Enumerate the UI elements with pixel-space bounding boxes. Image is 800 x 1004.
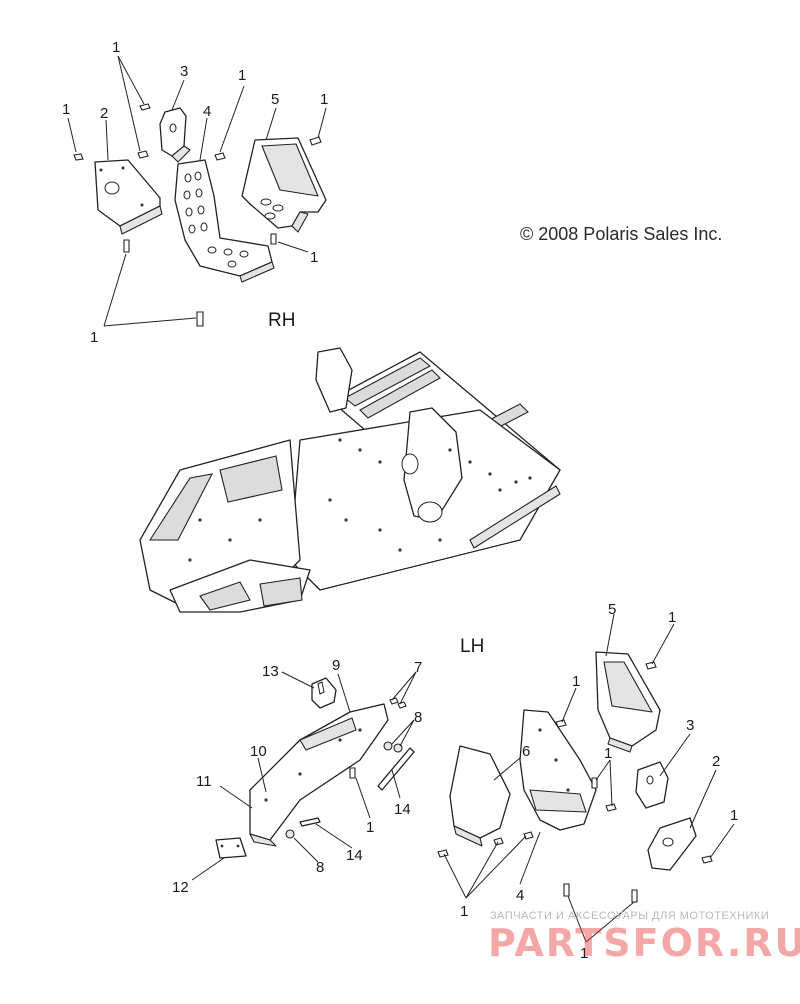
lh-part-11-skid-plate — [249, 703, 389, 847]
callout-lh-2: 2 — [712, 753, 720, 770]
watermark-caption: ЗАПЧАСТИ И АКСЕСОУАРЫ ДЛЯ МОТОТЕХНИКИ — [490, 910, 770, 922]
lh-part-4-footrest — [519, 709, 597, 831]
callout-rh-1e: 1 — [310, 249, 318, 266]
copyright-text: © 2008 Polaris Sales Inc. — [520, 224, 722, 244]
callout-lh-1f: 1 — [460, 903, 468, 920]
lh-part-5-panel — [595, 651, 661, 753]
lh-part-14-rod-b — [299, 817, 321, 827]
rh-part-3-bracket — [159, 107, 191, 163]
rh-side-label: RH — [268, 310, 295, 331]
callout-lh-1e: 1 — [730, 807, 738, 824]
callout-lh-10: 10 — [250, 743, 267, 760]
rh-part-4-footrest — [174, 159, 275, 283]
callout-lh-1a: 1 — [366, 819, 374, 836]
lh-part-6-panel — [449, 745, 511, 847]
lh-part-14-rod-a — [377, 747, 415, 791]
lh-assembly: 13 9 7 8 10 11 14 1 14 8 12 5 1 1 6 1 3 … — [172, 601, 738, 962]
callout-rh-1b: 1 — [62, 101, 70, 118]
callout-lh-9: 9 — [332, 657, 340, 674]
lh-part-2-bracket — [647, 817, 697, 871]
callout-lh-1b: 1 — [668, 609, 676, 626]
lh-part-8-nut-a — [383, 741, 393, 751]
callout-rh-5: 5 — [271, 91, 279, 108]
lh-part-12-plate — [215, 837, 247, 859]
callout-rh-4: 4 — [203, 103, 211, 120]
lh-leader-lines — [191, 613, 735, 943]
callout-rh-3: 3 — [180, 63, 188, 80]
callout-lh-1c: 1 — [572, 673, 580, 690]
chassis-rivet-dots — [188, 438, 532, 562]
callout-lh-6: 6 — [522, 743, 530, 760]
callout-rh-1f: 1 — [90, 329, 98, 346]
rh-assembly: 1 1 1 1 1 1 2 3 4 5 — [62, 39, 328, 346]
callout-lh-3: 3 — [686, 717, 694, 734]
callout-lh-1g: 1 — [580, 945, 588, 962]
callout-lh-11: 11 — [196, 773, 212, 790]
callout-rh-1d: 1 — [320, 91, 328, 108]
callout-lh-13: 13 — [262, 663, 279, 680]
callout-rh-1c: 1 — [238, 67, 246, 84]
snowmobile-chassis — [139, 347, 561, 613]
lh-part-13-clip — [311, 677, 337, 709]
callout-lh-14b: 14 — [346, 847, 363, 864]
callout-rh-1a: 1 — [112, 39, 120, 56]
rh-part-2-bracket — [94, 159, 163, 235]
lh-side-label: LH — [460, 636, 484, 657]
callout-rh-2: 2 — [100, 105, 108, 122]
lh-part-8-nut-c — [285, 829, 295, 839]
callout-lh-8a: 8 — [414, 709, 422, 726]
callout-lh-7: 7 — [414, 659, 422, 676]
callout-lh-5: 5 — [608, 601, 616, 618]
lh-part-3-bracket — [635, 761, 669, 809]
rh-leader-lines — [67, 55, 327, 327]
callout-lh-1d: 1 — [604, 745, 612, 762]
callout-lh-14a: 14 — [394, 801, 411, 818]
watermark-logo: PARTSFOR.RU — [488, 921, 800, 965]
rh-rivets — [73, 103, 322, 327]
callout-lh-8b: 8 — [316, 859, 324, 876]
callout-lh-4: 4 — [516, 887, 524, 904]
rh-part-5-panel — [241, 137, 327, 233]
callout-lh-12: 12 — [172, 879, 189, 896]
